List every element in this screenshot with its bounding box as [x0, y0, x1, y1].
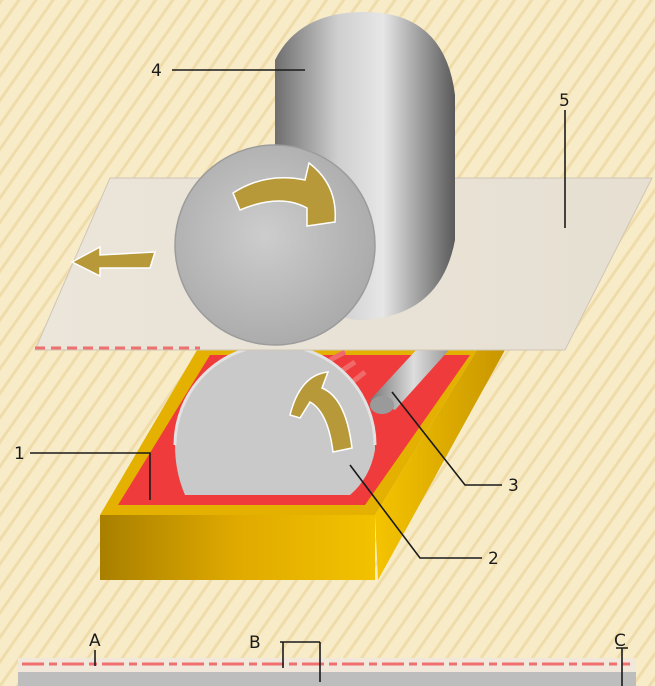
label-2: 2	[488, 549, 499, 569]
blanket-cylinder	[173, 343, 377, 495]
label-c: C	[614, 631, 626, 651]
paper-direction-arrow	[70, 245, 157, 278]
label-5: 5	[559, 91, 570, 111]
rotation-arrow-upper	[232, 161, 337, 227]
leader-lines	[30, 69, 566, 559]
impression-cylinder	[174, 11, 455, 346]
label-b: B	[249, 633, 261, 653]
rotation-arrow-lower	[289, 371, 353, 453]
label-1: 1	[14, 444, 25, 464]
label-a: A	[89, 631, 101, 651]
label-3: 3	[508, 476, 519, 496]
label-4: 4	[151, 61, 162, 81]
cross-section-strip	[18, 641, 636, 686]
